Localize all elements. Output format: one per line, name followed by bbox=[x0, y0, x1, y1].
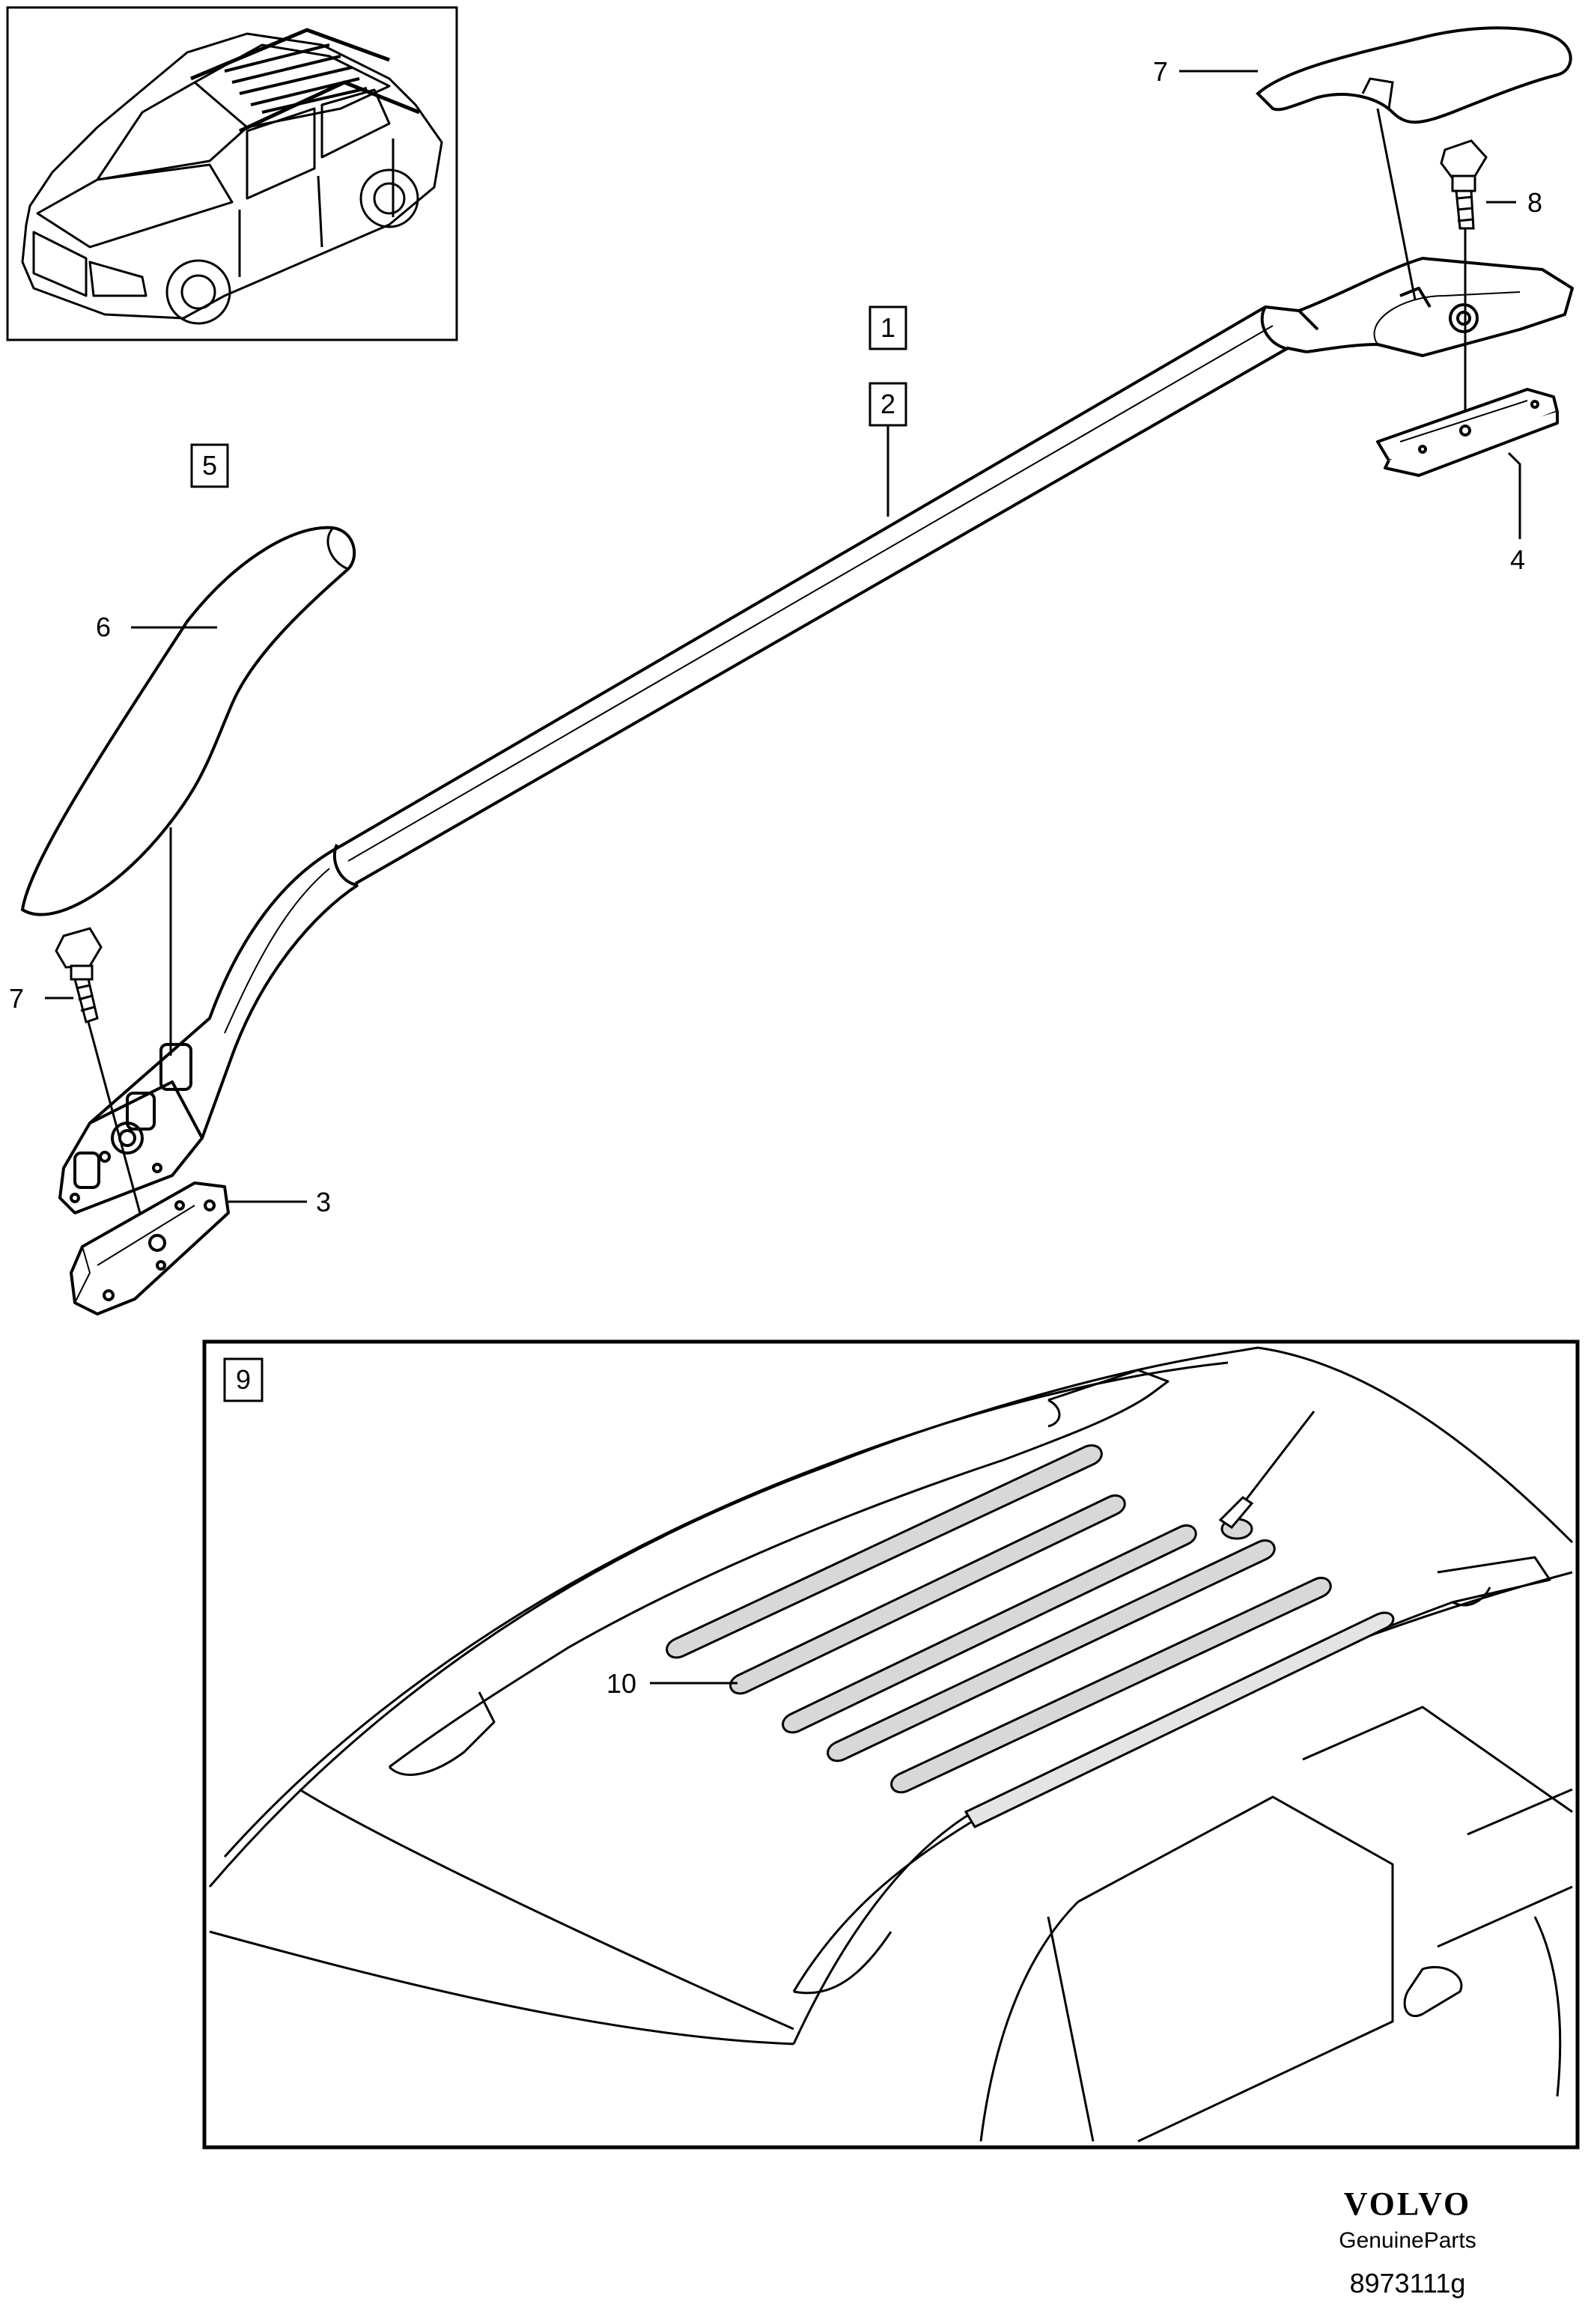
svg-text:9: 9 bbox=[236, 1364, 251, 1395]
svg-text:5: 5 bbox=[202, 450, 217, 481]
volvo-branding: VOLVO GenuineParts 8973111g bbox=[1339, 2185, 1476, 2299]
antenna-icon bbox=[1218, 1411, 1315, 1540]
part-3-rear-base bbox=[70, 1181, 230, 1315]
callout-4: 4 bbox=[1510, 544, 1525, 575]
volvo-logo: VOLVO bbox=[1344, 2185, 1472, 2222]
callout-box-5: 5 bbox=[190, 443, 229, 488]
callout-box-2: 2 bbox=[868, 382, 907, 427]
callout-7-left: 7 bbox=[9, 983, 24, 1014]
brand-tagline: GenuineParts bbox=[1339, 2228, 1476, 2253]
part-10-decor-strips bbox=[666, 1444, 1395, 1828]
callout-3: 3 bbox=[316, 1187, 331, 1217]
callout-7-top: 7 bbox=[1153, 56, 1168, 87]
part-7-front-cover bbox=[1256, 26, 1572, 124]
callout-10: 10 bbox=[606, 1668, 636, 1699]
car-overview-inset bbox=[6, 6, 458, 341]
callout-box-9: 9 bbox=[223, 1357, 264, 1402]
diagram-reference: 8973111g bbox=[1350, 2268, 1466, 2299]
roof-rail bbox=[58, 257, 1574, 1214]
callout-6: 6 bbox=[96, 612, 111, 642]
bolt-7-left bbox=[55, 927, 103, 1023]
callout-8: 8 bbox=[1527, 187, 1542, 218]
part-6-rear-cover bbox=[20, 526, 356, 916]
leader-lines bbox=[45, 70, 1521, 1203]
bolt-8 bbox=[1440, 139, 1488, 230]
svg-text:1: 1 bbox=[880, 312, 895, 343]
part-4-front-base bbox=[1376, 388, 1559, 477]
svg-text:2: 2 bbox=[880, 389, 895, 419]
callout-box-1: 1 bbox=[868, 305, 907, 350]
roof-detail-inset: 9 bbox=[202, 1339, 1580, 2150]
